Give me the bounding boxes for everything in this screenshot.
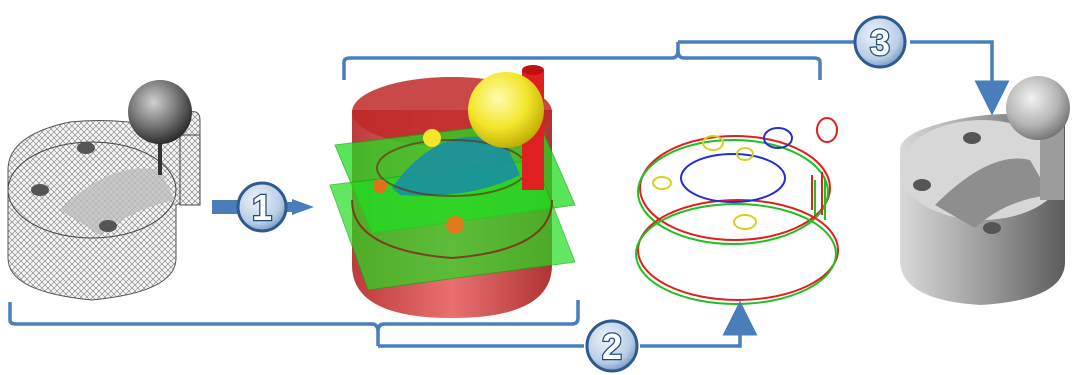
step-1-badge: 1 (238, 183, 286, 231)
step-2-number: 2 (602, 326, 622, 367)
step-3-number: 3 (870, 22, 890, 63)
step-3-badge: 3 (855, 17, 905, 67)
solid-model-icon (900, 76, 1070, 305)
mesh-model-icon (8, 80, 200, 300)
step-1-number: 1 (252, 187, 272, 228)
primitive-fit-icon (330, 65, 575, 318)
intersection-curves-icon (636, 118, 838, 304)
step-2-badge: 2 (587, 321, 637, 371)
